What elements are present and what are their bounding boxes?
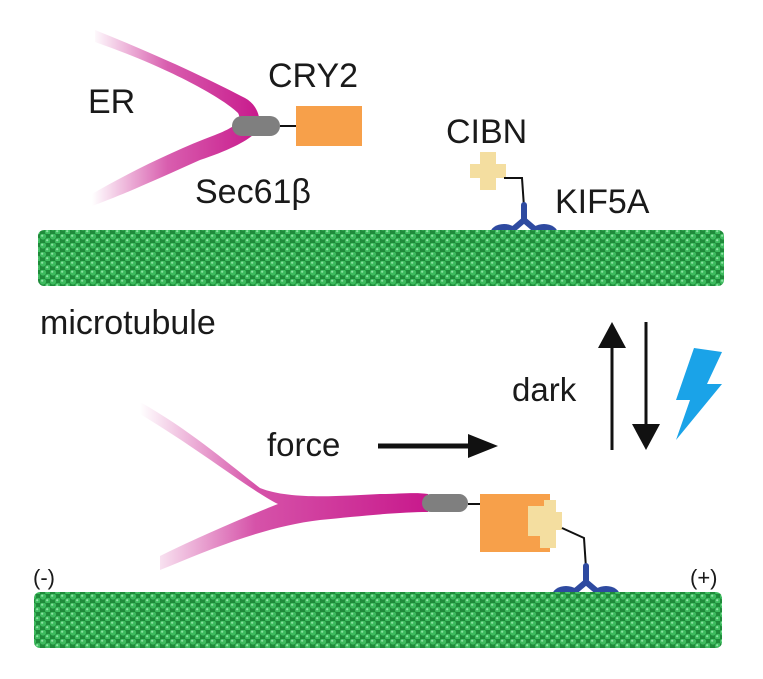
label-sec61b: Sec61β — [195, 173, 311, 211]
arrow-right-icon — [378, 434, 498, 458]
er-membrane-top — [92, 30, 260, 206]
bottom-panel: force (-) (+) — [33, 402, 722, 648]
double-arrow-icon — [598, 322, 660, 450]
transition: dark — [512, 322, 722, 450]
label-cry2: CRY2 — [268, 57, 358, 95]
label-force: force — [267, 426, 340, 463]
label-dark: dark — [512, 371, 577, 408]
cibn-bottom — [528, 500, 562, 548]
sec61b-bottom — [422, 494, 468, 512]
label-minus-end: (-) — [33, 565, 55, 590]
cibn-top — [470, 152, 506, 190]
top-panel: ER CRY2 Sec61β CIBN KIF5A microtubule — [38, 30, 724, 342]
microtubule-top — [38, 230, 724, 286]
lightning-bolt-icon — [676, 348, 722, 440]
sec61b-top — [232, 116, 280, 136]
cry2-top — [296, 106, 362, 146]
label-plus-end: (+) — [690, 565, 718, 590]
label-microtubule: microtubule — [40, 304, 216, 342]
cibn-kif5a-linker-top — [504, 177, 525, 208]
label-kif5a: KIF5A — [555, 183, 650, 221]
label-er: ER — [88, 83, 135, 121]
cibn-kif5a-linker-bottom — [561, 527, 587, 569]
label-cibn: CIBN — [446, 113, 527, 151]
er-membrane-bottom — [140, 402, 428, 570]
microtubule-bottom — [34, 592, 722, 648]
